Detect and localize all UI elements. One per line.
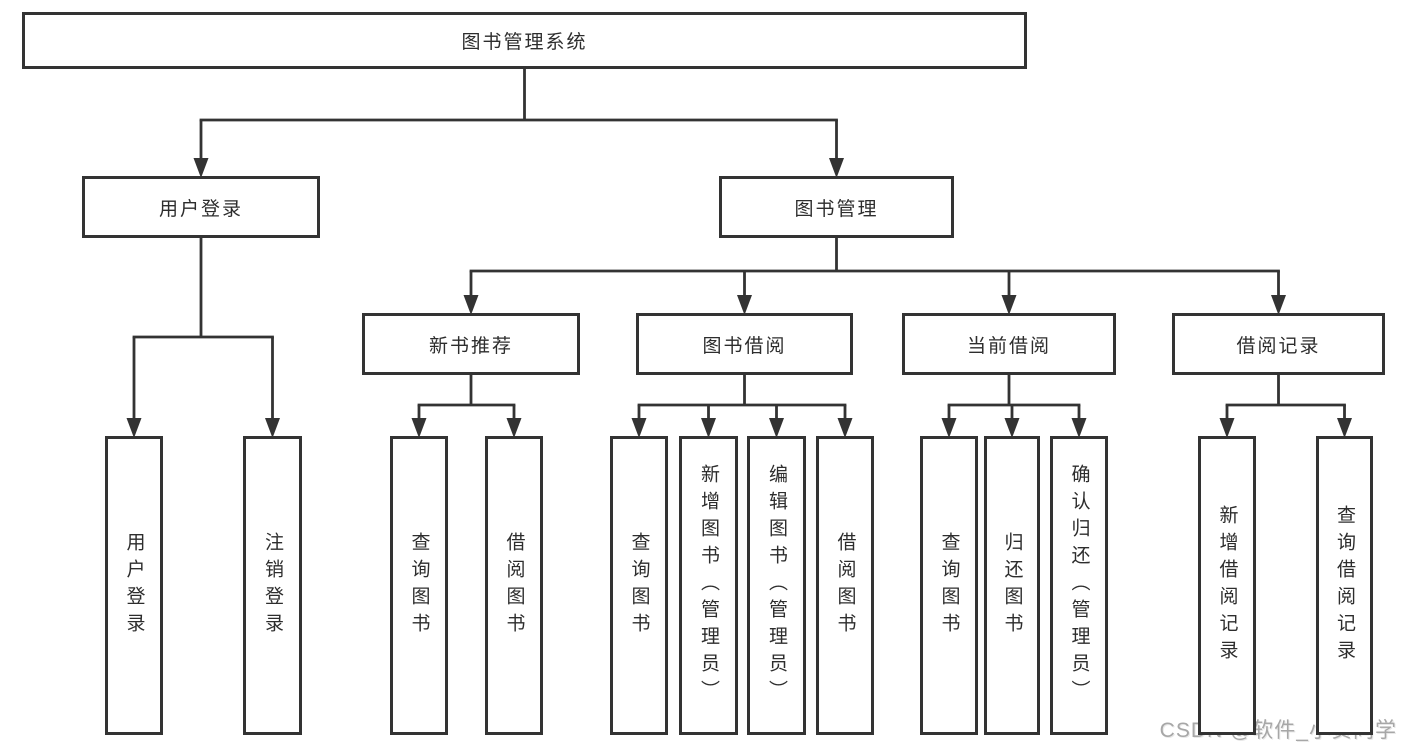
node-leaf-query-book-current: 查询图书 bbox=[920, 436, 978, 735]
arrowhead bbox=[769, 418, 784, 438]
node-new-book-rec: 新书推荐 bbox=[362, 313, 580, 375]
node-book-borrow: 图书借阅 bbox=[636, 313, 853, 375]
node-label: 新书推荐 bbox=[428, 335, 513, 357]
arrowhead bbox=[506, 418, 522, 438]
node-user-login: 用户登录 bbox=[82, 176, 320, 238]
node-label: 新增借阅记录 bbox=[1216, 504, 1238, 667]
arrowhead bbox=[126, 418, 142, 438]
node-label: 归还图书 bbox=[1001, 531, 1023, 640]
node-label: 新增图书（管理员） bbox=[698, 464, 719, 707]
node-label: 查询图书 bbox=[408, 531, 430, 640]
node-label: 图书管理 bbox=[794, 198, 879, 220]
arrowhead bbox=[837, 418, 853, 438]
node-leaf-query-book-rec: 查询图书 bbox=[390, 436, 448, 735]
arrowhead bbox=[463, 295, 479, 315]
node-root: 图书管理系统 bbox=[22, 12, 1027, 69]
node-leaf-edit-book: 编辑图书（管理员） bbox=[747, 436, 806, 735]
arrowhead bbox=[1071, 418, 1087, 438]
arrowhead bbox=[1004, 418, 1020, 438]
arrowhead bbox=[701, 418, 716, 438]
arrowhead bbox=[631, 418, 647, 438]
arrowhead bbox=[941, 418, 957, 438]
arrowhead bbox=[829, 158, 844, 178]
node-label: 用户登录 bbox=[158, 198, 243, 220]
arrowhead bbox=[193, 158, 209, 178]
node-label: 查询借阅记录 bbox=[1334, 504, 1355, 667]
node-leaf-add-borrow-record: 新增借阅记录 bbox=[1198, 436, 1256, 735]
node-label: 图书借阅 bbox=[702, 335, 787, 357]
arrowhead bbox=[1337, 418, 1352, 438]
node-label: 借阅图书 bbox=[503, 531, 525, 640]
node-label: 借阅记录 bbox=[1236, 335, 1321, 357]
node-book-mgmt: 图书管理 bbox=[719, 176, 954, 238]
arrowhead bbox=[1219, 418, 1235, 438]
node-leaf-user-login: 用户登录 bbox=[105, 436, 163, 735]
arrowhead bbox=[737, 295, 752, 315]
node-label: 注销登录 bbox=[262, 531, 283, 640]
node-label: 当前借阅 bbox=[966, 335, 1051, 357]
node-label: 用户登录 bbox=[123, 531, 145, 640]
arrowhead bbox=[411, 418, 427, 438]
arrowhead bbox=[1001, 295, 1017, 315]
node-label: 确认归还（管理员） bbox=[1068, 464, 1090, 707]
node-label: 图书管理系统 bbox=[461, 32, 588, 53]
node-borrow-record: 借阅记录 bbox=[1172, 313, 1385, 375]
node-leaf-return-book: 归还图书 bbox=[984, 436, 1040, 735]
node-label: 编辑图书（管理员） bbox=[766, 464, 787, 707]
node-leaf-logout: 注销登录 bbox=[243, 436, 302, 735]
arrowhead bbox=[265, 418, 280, 438]
node-leaf-add-book: 新增图书（管理员） bbox=[679, 436, 738, 735]
node-leaf-query-borrow-record: 查询借阅记录 bbox=[1316, 436, 1373, 735]
node-label: 查询图书 bbox=[938, 531, 960, 640]
node-current-borrow: 当前借阅 bbox=[902, 313, 1116, 375]
node-leaf-borrow-book-borrow: 借阅图书 bbox=[816, 436, 874, 735]
node-label: 借阅图书 bbox=[834, 531, 856, 640]
node-leaf-confirm-return: 确认归还（管理员） bbox=[1050, 436, 1108, 735]
node-leaf-borrow-book-rec: 借阅图书 bbox=[485, 436, 543, 735]
node-leaf-query-book-borrow: 查询图书 bbox=[610, 436, 668, 735]
arrowhead bbox=[1271, 295, 1286, 315]
node-label: 查询图书 bbox=[628, 531, 650, 640]
